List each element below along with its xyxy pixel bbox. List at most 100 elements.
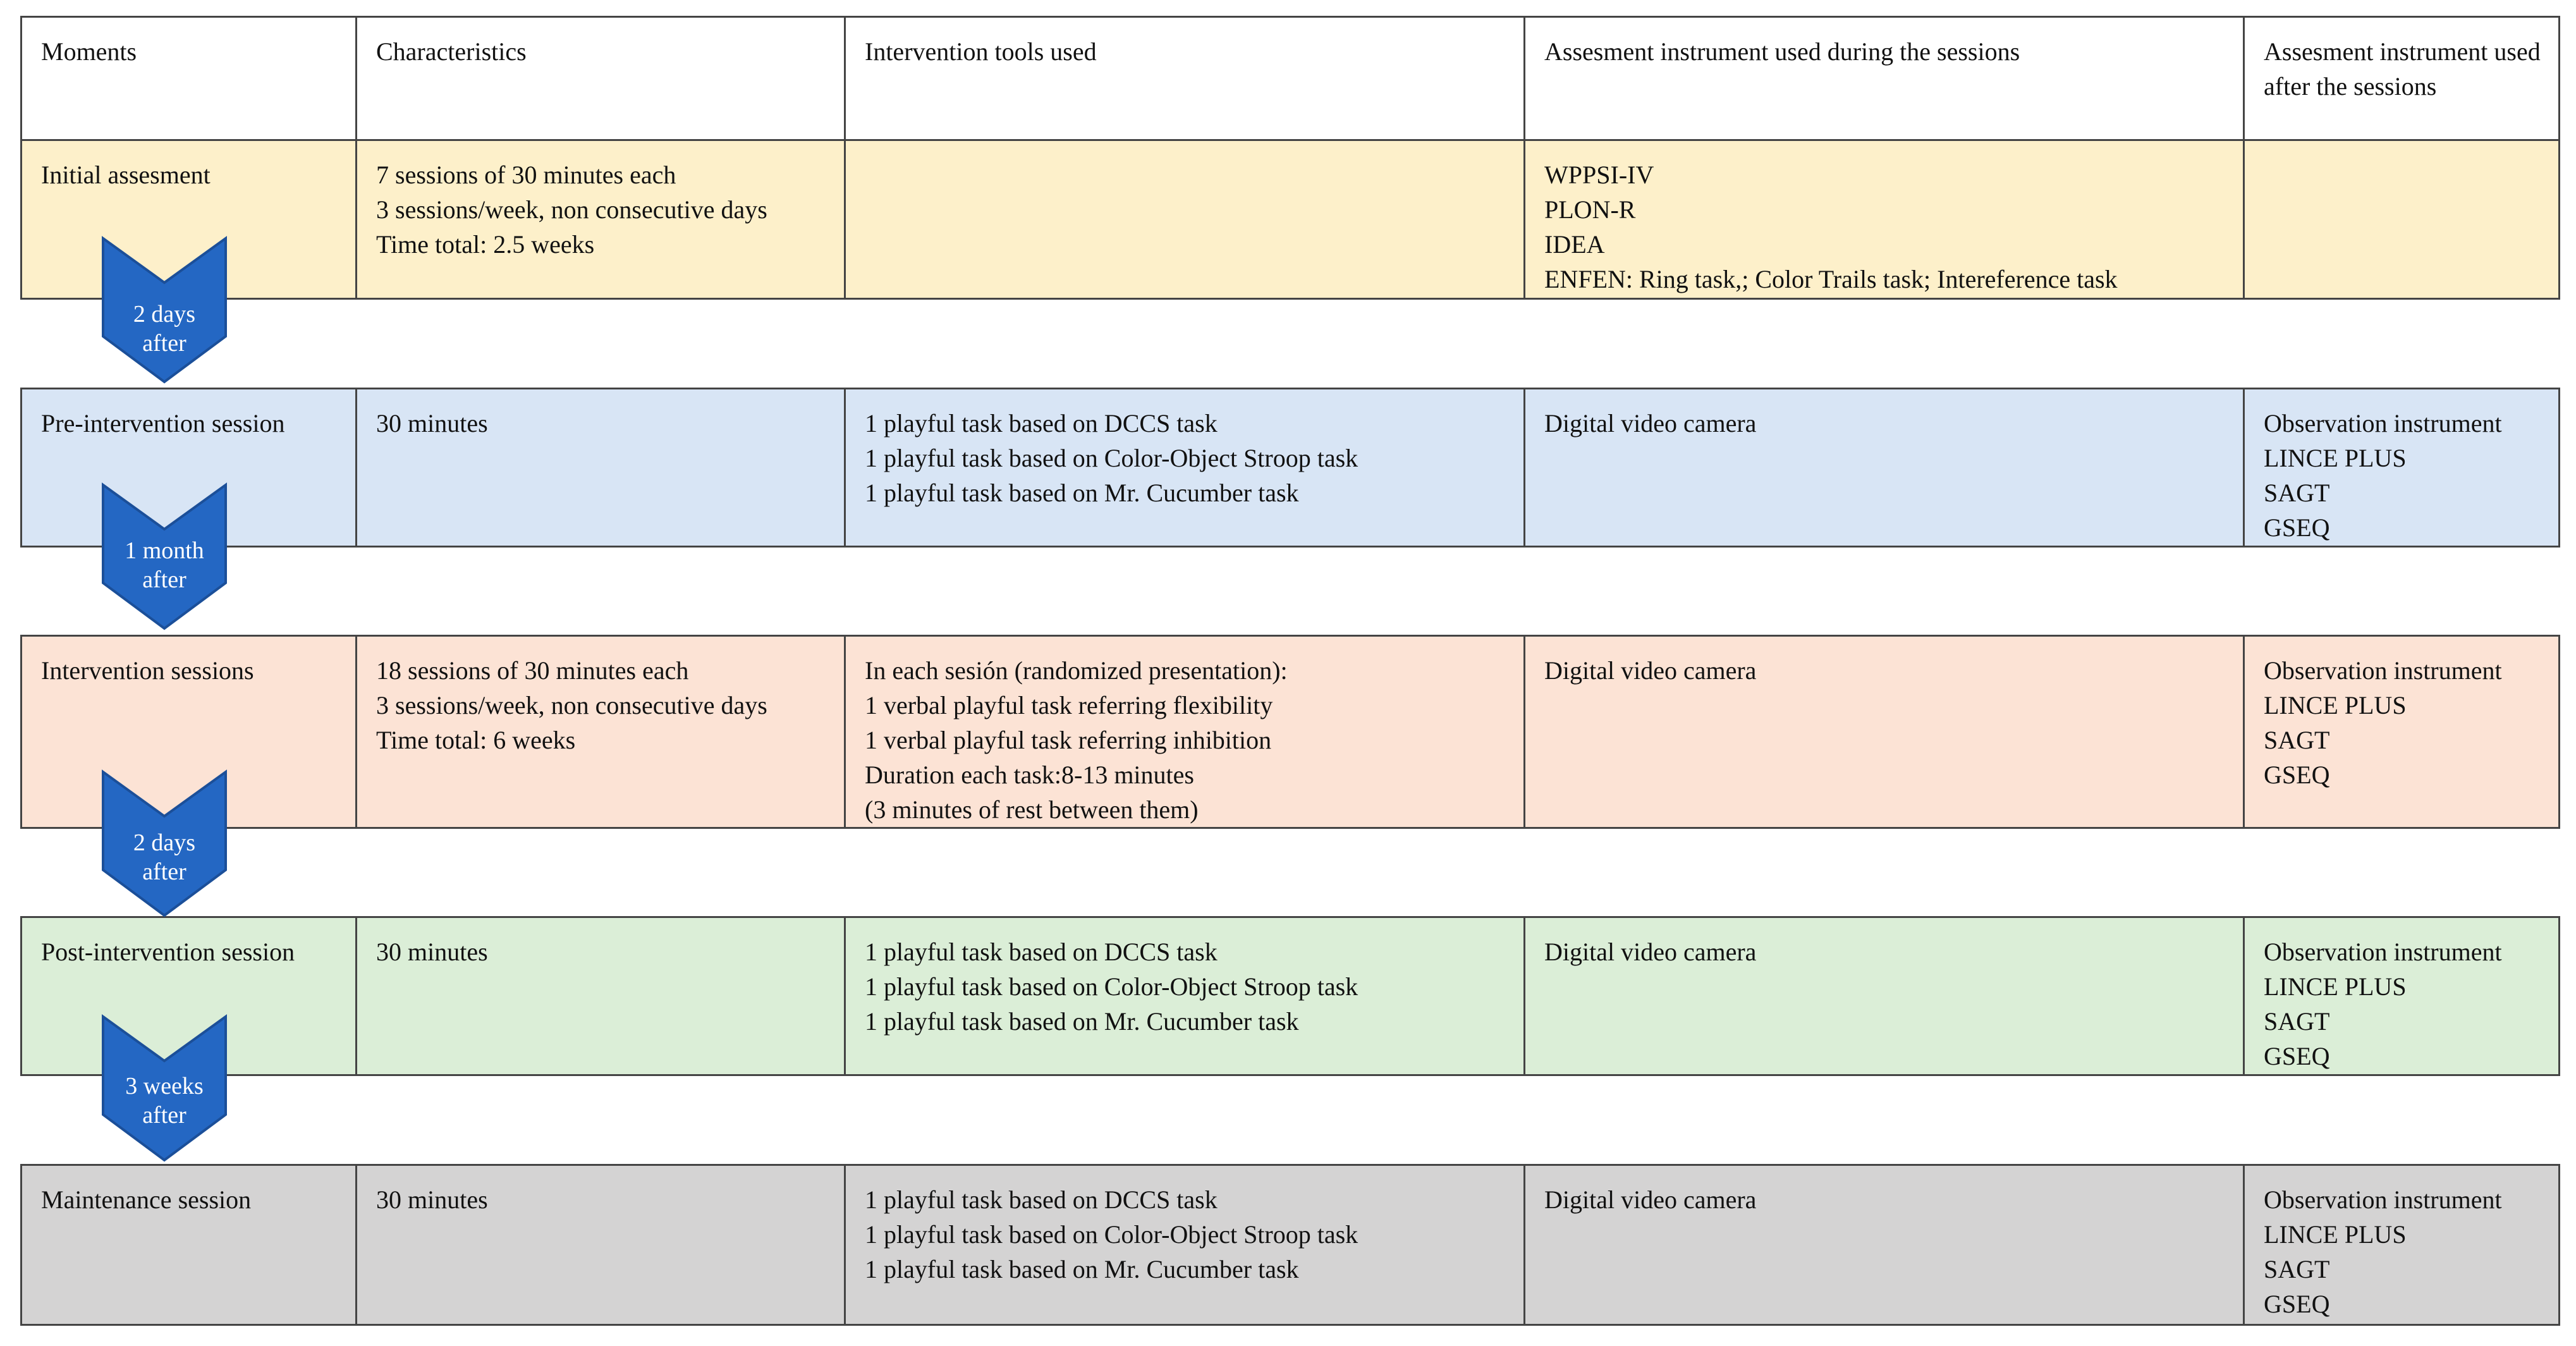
instrument-line: LINCE PLUS [2264,444,2407,472]
tool-line: 1 playful task based on DCCS task [865,409,1218,437]
tool-line: 1 verbal playful task referring inhibiti… [865,726,1272,754]
characteristic-line: 3 sessions/week, non consecutive days [376,691,767,719]
moment-label: Intervention sessions [41,656,254,685]
arrow-label: 1 month after [98,536,231,594]
cell-tools: 1 playful task based on DCCS task 1 play… [844,918,1523,1074]
instrument-line: SAGT [2264,479,2330,507]
cell-characteristics: 18 sessions of 30 minutes each 3 session… [355,637,844,827]
moment-label: Pre-intervention session [41,409,285,437]
instrument-line: Observation instrument [2264,409,2502,437]
cell-characteristics: 30 minutes [355,918,844,1074]
header-text: Intervention tools used [865,37,1097,66]
tool-line: (3 minutes of rest between them) [865,795,1199,824]
instrument-line: Digital video camera [1544,409,1757,437]
header-text: Moments [41,37,137,66]
cell-characteristics: 7 sessions of 30 minutes each 3 sessions… [355,141,844,298]
instrument-line: Observation instrument [2264,656,2502,685]
arrow-label: 2 days after [98,828,231,886]
characteristic-line: 30 minutes [376,1185,488,1214]
instrument-line: Digital video camera [1544,656,1757,685]
tool-line: 1 playful task based on Mr. Cucumber tas… [865,1007,1299,1036]
characteristic-line: 18 sessions of 30 minutes each [376,656,689,685]
header-moments: Moments [22,18,355,139]
arrow-label-line2: after [142,566,186,593]
row-pre-intervention: Pre-intervention session 30 minutes 1 pl… [20,388,2560,548]
moment-label: Post-intervention session [41,938,295,966]
cell-after: Observation instrument LINCE PLUS SAGT G… [2243,637,2558,827]
cell-during: Digital video camera [1523,637,2243,827]
header-assessment-during: Assesment instrument used during the ses… [1523,18,2243,139]
cell-during: Digital video camera [1523,918,2243,1074]
instrument-line: SAGT [2264,1007,2330,1036]
instrument-line: LINCE PLUS [2264,691,2407,719]
characteristic-line: Time total: 2.5 weeks [376,230,595,259]
instrument-line: GSEQ [2264,1042,2330,1070]
arrow-label-line1: 3 weeks [125,1073,204,1099]
characteristic-line: 30 minutes [376,938,488,966]
cell-tools: In each sesión (randomized presentation)… [844,637,1523,827]
header-row: Moments Characteristics Intervention too… [20,16,2560,141]
tool-line: 1 playful task based on Color-Object Str… [865,1220,1358,1249]
instrument-line: Observation instrument [2264,1185,2502,1214]
tool-line: 1 playful task based on Mr. Cucumber tas… [865,479,1299,507]
instrument-line: ENFEN: Ring task,; Color Trails task; In… [1544,265,2118,293]
instrument-line: IDEA [1544,230,1605,259]
instrument-line: Observation instrument [2264,938,2502,966]
cell-during: WPPSI-IV PLON-R IDEA ENFEN: Ring task,; … [1523,141,2243,298]
tool-line: 1 verbal playful task referring flexibil… [865,691,1273,719]
tool-line: 1 playful task based on Color-Object Str… [865,972,1358,1001]
cell-after [2243,141,2558,298]
cell-moment: Pre-intervention session [22,389,355,546]
cell-tools: 1 playful task based on DCCS task 1 play… [844,1166,1523,1324]
chevron-down-icon: 2 days after [98,769,231,919]
instrument-line: GSEQ [2264,513,2330,542]
instrument-line: LINCE PLUS [2264,972,2407,1001]
characteristic-line: 3 sessions/week, non consecutive days [376,195,767,224]
instrument-line: PLON-R [1544,195,1636,224]
moment-label: Maintenance session [41,1185,252,1214]
cell-moment: Intervention sessions [22,637,355,827]
characteristic-line: Time total: 6 weeks [376,726,576,754]
tool-line: 1 playful task based on Color-Object Str… [865,444,1358,472]
header-text: Assesment instrument used after the sess… [2264,37,2541,101]
cell-moment: Maintenance session [22,1166,355,1324]
instrument-line: WPPSI-IV [1544,161,1654,189]
moment-label: Initial assesment [41,161,211,189]
arrow-label-line2: after [142,859,186,885]
chevron-down-icon: 1 month after [98,482,231,632]
chevron-down-icon: 3 weeks after [98,1013,231,1164]
arrow-label: 3 weeks after [98,1072,231,1130]
chevron-down-icon: 2 days after [98,235,231,386]
instrument-line: GSEQ [2264,761,2330,789]
tool-line: In each sesión (randomized presentation)… [865,656,1288,685]
instrument-line: Digital video camera [1544,938,1757,966]
cell-after: Observation instrument LINCE PLUS SAGT G… [2243,1166,2558,1324]
tool-line: 1 playful task based on DCCS task [865,938,1218,966]
header-text: Assesment instrument used during the ses… [1544,37,2020,66]
instrument-line: Digital video camera [1544,1185,1757,1214]
characteristic-line: 30 minutes [376,409,488,437]
header-text: Characteristics [376,37,527,66]
arrow-label-line1: 2 days [133,301,196,327]
row-post-intervention: Post-intervention session 30 minutes 1 p… [20,916,2560,1076]
instrument-line: SAGT [2264,1255,2330,1283]
cell-tools: 1 playful task based on DCCS task 1 play… [844,389,1523,546]
cell-moment: Initial assesment [22,141,355,298]
header-assessment-after: Assesment instrument used after the sess… [2243,18,2558,139]
instrument-line: GSEQ [2264,1290,2330,1318]
arrow-label-line1: 1 month [125,537,204,564]
cell-characteristics: 30 minutes [355,1166,844,1324]
characteristic-line: 7 sessions of 30 minutes each [376,161,676,189]
cell-characteristics: 30 minutes [355,389,844,546]
arrow-label: 2 days after [98,300,231,358]
tool-line: 1 playful task based on Mr. Cucumber tas… [865,1255,1299,1283]
arrow-label-line1: 2 days [133,829,196,856]
header-intervention-tools: Intervention tools used [844,18,1523,139]
header-characteristics: Characteristics [355,18,844,139]
instrument-line: SAGT [2264,726,2330,754]
row-intervention-sessions: Intervention sessions 18 sessions of 30 … [20,635,2560,829]
cell-after: Observation instrument LINCE PLUS SAGT G… [2243,918,2558,1074]
cell-during: Digital video camera [1523,1166,2243,1324]
instrument-line: LINCE PLUS [2264,1220,2407,1249]
